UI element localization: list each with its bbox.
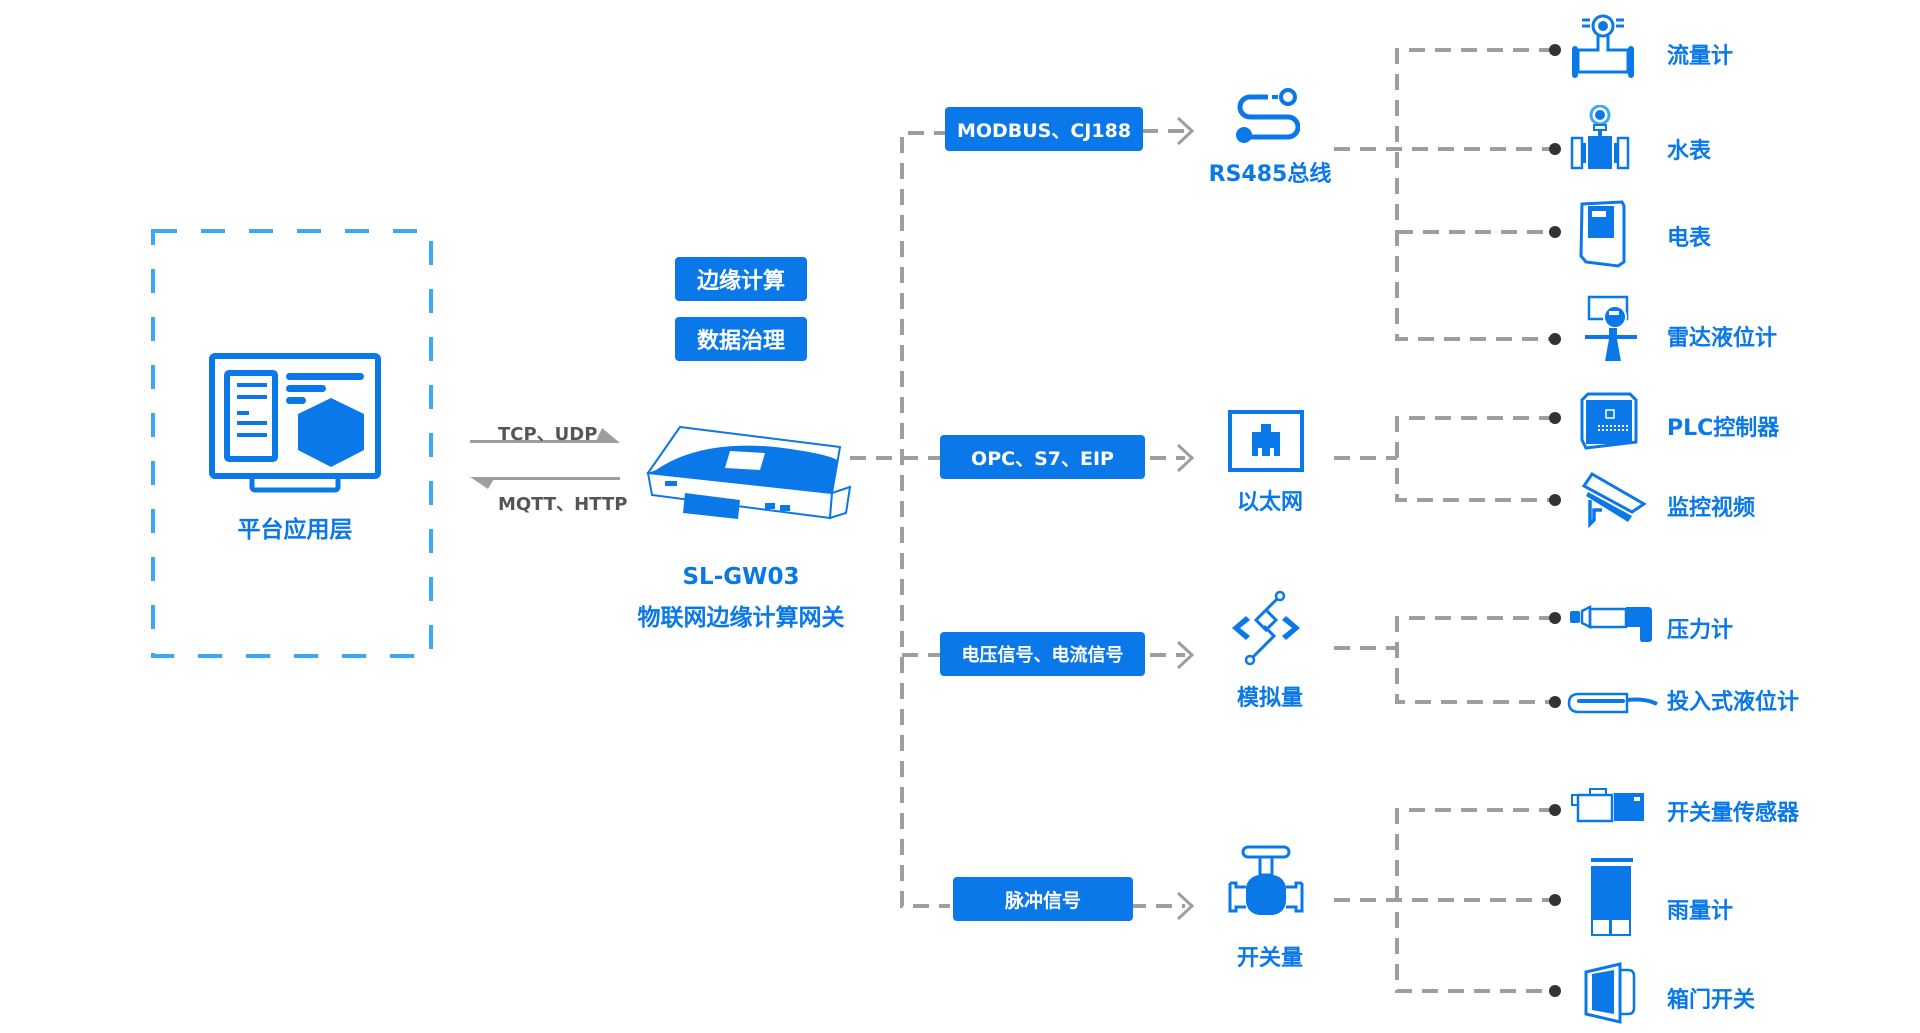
device-switch-sensor-label: 开关量传感器 bbox=[1667, 801, 1800, 826]
device-electric-meter-label: 电表 bbox=[1667, 226, 1712, 251]
door-switch-icon bbox=[1584, 962, 1636, 1028]
device-rain-gauge-label: 雨量计 bbox=[1667, 899, 1734, 924]
edge-computing-badge: 边缘计算 bbox=[675, 257, 807, 301]
valve-switch-icon bbox=[1228, 845, 1304, 925]
device-submersible-level-label: 投入式液位计 bbox=[1667, 690, 1800, 715]
data-governance-badge: 数据治理 bbox=[675, 317, 807, 361]
radar-level-gauge-icon bbox=[1585, 295, 1641, 367]
platform-label: 平台应用层 bbox=[237, 517, 353, 543]
uplink-arrow bbox=[470, 440, 610, 443]
hub-analog-label: 模拟量 bbox=[1236, 686, 1303, 711]
uplink-protocol-label: TCP、UDP bbox=[498, 424, 598, 445]
downlink-protocol-label: MQTT、HTTP bbox=[498, 494, 628, 515]
device-pressure-gauge-label: 压力计 bbox=[1667, 618, 1734, 643]
flowmeter-icon bbox=[1570, 12, 1636, 86]
switch-sensor-icon bbox=[1570, 785, 1646, 829]
device-plc-label: PLC控制器 bbox=[1667, 416, 1780, 441]
device-radar-level-label: 雷达液位计 bbox=[1667, 326, 1778, 351]
rs485-bus-icon bbox=[1232, 87, 1301, 147]
protocol-switch-badge: 脉冲信号 bbox=[953, 877, 1133, 921]
plc-controller-icon bbox=[1580, 390, 1638, 456]
device-flowmeter-label: 流量计 bbox=[1667, 44, 1734, 69]
analog-signal-icon bbox=[1228, 590, 1304, 670]
hub-ethernet-label: 以太网 bbox=[1236, 490, 1303, 515]
gateway-model: SL-GW03 bbox=[682, 564, 800, 590]
platform-boundary bbox=[151, 229, 433, 658]
protocol-analog-badge: 电压信号、电流信号 bbox=[940, 632, 1145, 676]
protocol-ethernet-badge: OPC、S7、EIP bbox=[940, 435, 1145, 479]
device-door-switch-label: 箱门开关 bbox=[1667, 988, 1756, 1013]
surveillance-camera-icon bbox=[1580, 470, 1650, 534]
water-meter-icon bbox=[1570, 104, 1636, 175]
device-water-meter-label: 水表 bbox=[1667, 139, 1712, 164]
gateway-device-icon bbox=[640, 415, 855, 534]
monitor-dashboard-icon bbox=[209, 353, 381, 497]
downlink-arrow bbox=[480, 477, 620, 480]
ethernet-port-icon bbox=[1228, 410, 1304, 476]
electric-meter-icon bbox=[1578, 200, 1630, 272]
gateway-name: 物联网边缘计算网关 bbox=[637, 605, 845, 631]
rain-gauge-icon bbox=[1590, 858, 1634, 942]
device-camera-label: 监控视频 bbox=[1667, 496, 1756, 521]
hub-rs485-label: RS485总线 bbox=[1208, 162, 1332, 187]
pressure-gauge-icon bbox=[1568, 604, 1658, 649]
submersible-level-sensor-icon bbox=[1565, 688, 1665, 722]
protocol-rs485-badge: MODBUS、CJ188 bbox=[945, 107, 1143, 151]
hub-switch-label: 开关量 bbox=[1236, 946, 1303, 971]
